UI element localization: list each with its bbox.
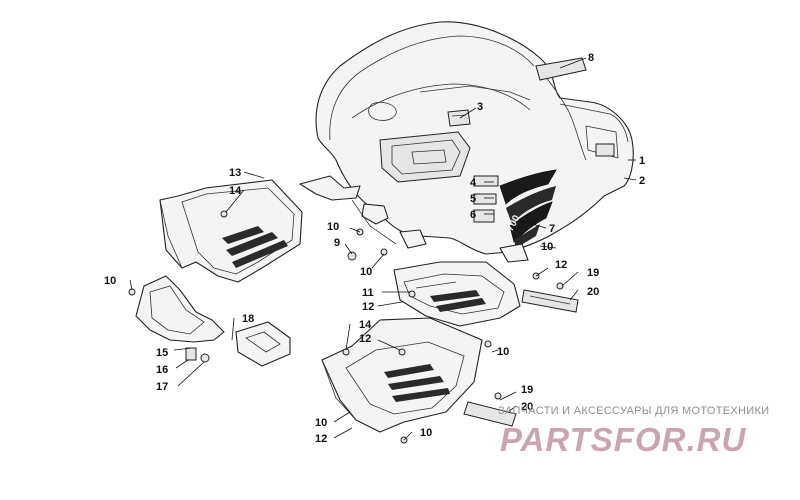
left-footwell	[159, 179, 303, 283]
callout-8: 8	[588, 52, 594, 64]
callout-10-b: 10	[360, 266, 372, 278]
bolt-16	[185, 347, 197, 361]
leader-lines	[129, 57, 637, 441]
callout-18: 18	[242, 313, 254, 325]
callout-10-a: 10	[327, 221, 339, 233]
callout-20-b: 20	[521, 401, 533, 413]
watermark: ЗАПЧАСТИ И АКСЕССУАРЫ ДЛЯ МОТОТЕХНИКИ PA…	[498, 405, 798, 458]
callout-15: 15	[156, 347, 168, 359]
rear-fender-body: 700	[299, 21, 634, 263]
decal-5	[473, 193, 497, 205]
watermark-caption: ЗАПЧАСТИ И АКСЕССУАРЫ ДЛЯ МОТОТЕХНИКИ	[498, 405, 770, 417]
callout-1: 1	[639, 155, 645, 167]
callout-17: 17	[156, 381, 168, 393]
callout-12-c: 12	[359, 333, 371, 345]
callout-14-a: 14	[229, 185, 242, 197]
callout-9: 9	[334, 237, 340, 249]
callout-2: 2	[639, 175, 645, 187]
decal-8	[535, 57, 587, 81]
decal-3	[447, 109, 471, 127]
callout-13: 13	[229, 167, 241, 179]
watermark-logo-text: PARTSFOR.RU	[500, 421, 746, 458]
callout-19-b: 19	[521, 384, 533, 396]
callout-10-g: 10	[315, 417, 327, 429]
callout-12-d: 12	[315, 433, 327, 445]
callout-10-e: 10	[497, 346, 509, 358]
callout-10-c: 10	[104, 275, 116, 287]
callout-10-d: 10	[541, 241, 553, 253]
callout-5: 5	[470, 193, 476, 205]
callout-11: 11	[362, 287, 374, 299]
bracket-18	[235, 321, 291, 367]
callout-12-b: 12	[555, 259, 567, 271]
callout-12-a: 12	[362, 301, 374, 313]
upper-right-footwell	[393, 261, 521, 327]
callout-19-a: 19	[587, 267, 599, 279]
washer-17	[200, 353, 210, 363]
footrest-20-lower	[463, 401, 517, 427]
lower-right-footwell	[321, 317, 483, 433]
callout-4: 4	[470, 177, 477, 189]
watermark-logo: PARTSFOR.RU	[500, 421, 746, 458]
callout-16: 16	[156, 364, 168, 376]
footrest-20-upper	[521, 289, 579, 313]
decal-6	[473, 209, 495, 223]
decal-4	[473, 175, 499, 187]
callout-6: 6	[470, 209, 476, 221]
callout-7: 7	[549, 223, 555, 235]
left-mudguard	[135, 275, 225, 343]
callout-14-b: 14	[359, 319, 372, 331]
callout-3: 3	[477, 101, 483, 113]
callout-20-a: 20	[587, 286, 599, 298]
callout-10-f: 10	[420, 427, 432, 439]
